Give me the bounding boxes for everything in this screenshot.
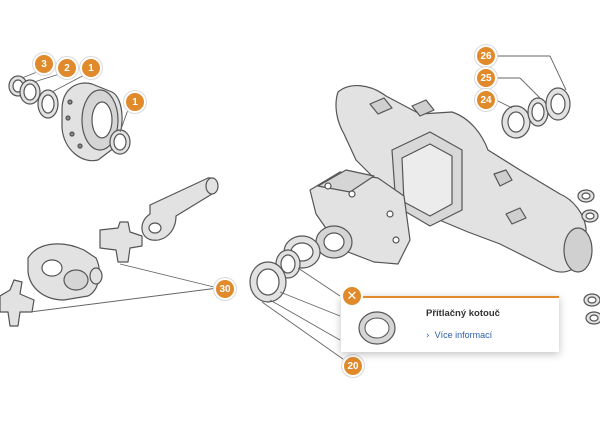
ring-26[interactable] [545,87,571,121]
close-icon[interactable]: ✕ [341,285,363,307]
drive-shaft-yoke[interactable] [141,177,219,241]
callout-30[interactable]: 30 [214,278,236,300]
callout-20[interactable]: 20 [342,355,364,377]
callout-25[interactable]: 25 [475,67,497,89]
axle-washer-right-3[interactable] [583,293,600,307]
ring-25[interactable] [527,97,549,127]
more-info-link[interactable]: › Více informací [426,330,492,341]
more-info-label: Více informací [434,330,493,340]
axle-washer-right-1[interactable] [577,189,595,203]
callout-24[interactable]: 24 [475,89,497,111]
part-info-popup: Přítlačný kotouč › Více informací [341,296,559,352]
ring-24[interactable] [501,105,531,139]
thrust-washer-thumbnail [358,311,396,345]
axle-housing[interactable] [335,85,593,273]
universal-joint-cross[interactable] [99,221,143,263]
popup-title: Přítlačný kotouč [426,308,500,319]
axle-washer-right-2[interactable] [581,209,599,223]
callout-2[interactable]: 2 [56,57,78,79]
callout-1-bearing[interactable]: 1 [124,91,146,113]
wheel-hub[interactable] [61,82,123,162]
universal-joint-cross-small[interactable] [0,279,35,327]
callout-3[interactable]: 3 [33,53,55,75]
hub-bearing-outer[interactable] [37,89,59,119]
chevron-right-icon: › [426,331,430,341]
flange-yoke[interactable] [27,243,103,301]
pinion-bearing[interactable] [249,261,287,303]
hub-bearing-inner[interactable] [109,129,131,155]
hub-washer[interactable] [19,79,41,105]
callout-26[interactable]: 26 [475,45,497,67]
differential-carrier[interactable] [309,169,411,265]
axle-washer-right-4[interactable] [585,311,600,325]
callout-1-hub[interactable]: 1 [80,57,102,79]
